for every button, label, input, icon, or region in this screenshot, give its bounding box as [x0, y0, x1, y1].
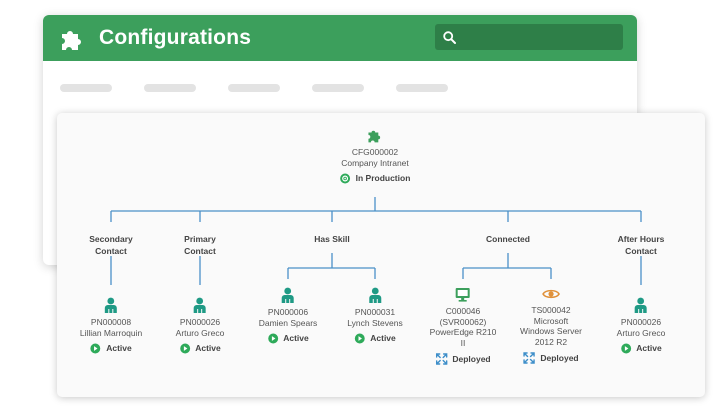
status-indicator: Deployed [430, 353, 497, 365]
status-indicator: Active [347, 333, 402, 344]
computer-id: C000046 [445, 306, 481, 316]
person-name: Lynch Stevens [347, 317, 403, 328]
active-play-icon [179, 343, 190, 354]
status-indicator: Active [259, 333, 318, 344]
person-id: PN000031 [354, 307, 396, 317]
computer-model-suffix: II [460, 337, 466, 348]
computer-server-id: (SVR00062) [439, 316, 487, 327]
status-label: Active [636, 343, 662, 354]
status-indicator: Deployed [520, 352, 582, 364]
root-status: In Production [340, 173, 411, 184]
active-play-icon [90, 343, 101, 354]
deployed-arrows-icon [523, 352, 536, 364]
active-play-icon [354, 333, 365, 344]
search-icon [443, 30, 456, 44]
relationship-diagram-panel: CFG000002 Company Intranet In Production… [57, 113, 705, 397]
status-label: Active [283, 333, 309, 344]
relation-label: Contact [625, 246, 657, 256]
person-node[interactable]: PN000006 Damien Spears Active [258, 287, 318, 344]
person-id: PN000006 [267, 307, 309, 317]
person-name: Arturo Greco [175, 327, 225, 338]
person-icon [368, 287, 381, 303]
relation-label: Connected [486, 234, 530, 244]
status-indicator: Active [176, 343, 225, 354]
tab-placeholder-3[interactable] [228, 84, 280, 92]
puzzle-piece-icon [368, 130, 381, 143]
page-title: Configurations [99, 26, 252, 49]
person-id: PN000026 [179, 317, 221, 327]
person-id: PN000008 [90, 317, 132, 327]
root-config-id: CFG000002 [351, 147, 399, 157]
relation-label: After Hours [617, 234, 665, 244]
connector-lines [110, 197, 642, 285]
person-name: Damien Spears [258, 317, 318, 328]
status-label: Active [106, 343, 132, 354]
title-bar: Configurations [43, 15, 637, 61]
relation-label: Primary [184, 234, 216, 244]
software-id: TS000042 [531, 305, 571, 315]
search-box[interactable] [435, 24, 623, 50]
relation-label: Has Skill [314, 234, 350, 244]
tab-placeholder-5[interactable] [396, 84, 448, 92]
tab-bar [60, 84, 480, 92]
root-status-label: In Production [355, 173, 411, 184]
person-icon [105, 297, 117, 313]
search-input[interactable] [462, 30, 612, 44]
person-node[interactable]: PN000031 Lynch Stevens Active [347, 287, 403, 344]
relation-connected: Connected [486, 233, 530, 245]
status-label: Active [195, 343, 221, 354]
root-config-node[interactable]: CFG000002 Company Intranet In Production [340, 127, 411, 184]
production-gear-icon [340, 173, 351, 184]
relation-label: Contact [184, 246, 216, 256]
deployed-arrows-icon [435, 353, 448, 365]
status-label: Deployed [452, 353, 491, 364]
person-name: Arturo Greco [616, 327, 666, 338]
relation-secondary-contact: Secondary Contact [89, 233, 132, 257]
tab-placeholder-2[interactable] [144, 84, 196, 92]
computer-model: PowerEdge R210 [429, 327, 497, 337]
person-icon [194, 297, 206, 313]
active-play-icon [620, 343, 631, 354]
eye-icon [542, 289, 560, 299]
software-version: 2012 R2 [534, 336, 568, 347]
tab-placeholder-4[interactable] [312, 84, 364, 92]
software-product: Windows Server [520, 326, 582, 336]
person-node[interactable]: PN000026 Arturo Greco Active [616, 297, 666, 354]
puzzle-piece-icon [62, 31, 81, 50]
person-node[interactable]: PN000008 Lillian Marroquin Active [80, 297, 142, 354]
status-label: Active [370, 333, 396, 344]
relation-primary-contact: Primary Contact [184, 233, 216, 257]
software-vendor: Microsoft [533, 315, 569, 326]
monitor-icon [455, 288, 470, 302]
person-id: PN000026 [620, 317, 662, 327]
tab-placeholder-1[interactable] [60, 84, 112, 92]
relation-label: Contact [95, 246, 127, 256]
root-config-name: Company Intranet [341, 157, 409, 168]
software-node[interactable]: TS000042 Microsoft Windows Server 2012 R… [520, 287, 582, 364]
active-play-icon [267, 333, 278, 344]
person-name: Lillian Marroquin [79, 327, 143, 338]
status-indicator: Active [80, 343, 142, 354]
relation-label: Secondary [89, 234, 133, 244]
status-label: Deployed [540, 352, 579, 363]
person-icon [635, 297, 647, 313]
person-icon [282, 287, 294, 303]
relation-after-hours-contact: After Hours Contact [618, 233, 665, 257]
relation-has-skill: Has Skill [314, 233, 349, 245]
computer-node[interactable]: C000046 (SVR00062) PowerEdge R210 II Dep… [429, 287, 497, 365]
status-indicator: Active [617, 343, 666, 354]
person-node[interactable]: PN000026 Arturo Greco Active [175, 297, 225, 354]
